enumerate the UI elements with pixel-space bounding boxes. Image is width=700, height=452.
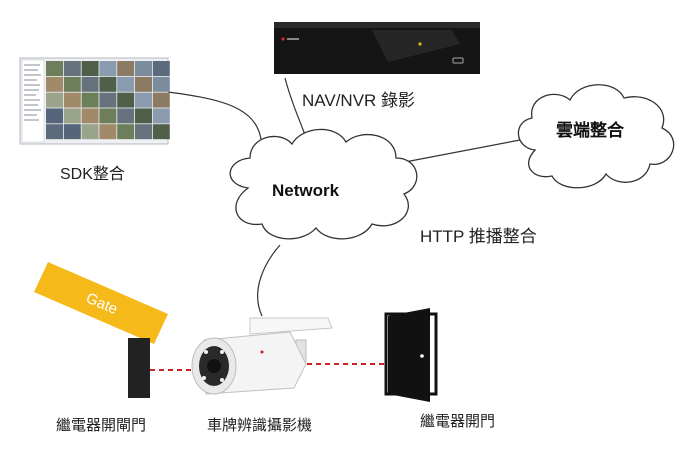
nvr-recording-label: NAV/NVR 錄影	[302, 91, 416, 110]
video-thumbnail	[117, 76, 135, 92]
video-thumbnail	[117, 108, 135, 124]
video-thumbnail	[46, 61, 63, 76]
video-thumbnail	[81, 76, 99, 92]
video-thumbnail	[135, 108, 152, 124]
barrier-gate-icon: Gate	[34, 262, 168, 398]
relay-gate-label: 繼電器開閘門	[56, 417, 147, 434]
video-thumbnail	[81, 108, 99, 124]
video-thumbnail	[99, 108, 117, 124]
video-thumbnail	[63, 76, 81, 92]
video-thumbnail	[135, 76, 152, 92]
link-sdk-network	[167, 91, 263, 151]
http-push-label: HTTP 推播整合	[420, 227, 537, 246]
video-thumbnail	[152, 92, 170, 108]
open-door-icon	[384, 308, 438, 402]
video-thumbnail	[117, 61, 135, 76]
video-thumbnail	[46, 124, 63, 140]
relay-links	[150, 363, 392, 371]
network-cloud	[229, 128, 418, 240]
video-thumbnail	[99, 92, 117, 108]
link-camera-network	[257, 244, 281, 317]
video-thumbnail	[152, 61, 170, 76]
video-thumbnail	[152, 124, 170, 140]
video-thumbnail	[135, 92, 152, 108]
video-thumbnail	[81, 124, 99, 140]
video-thumbnail	[99, 61, 117, 76]
cloud-integration-label: 雲端整合	[556, 121, 624, 140]
link-cloud-network	[404, 139, 521, 163]
relay-door-label: 繼電器開門	[420, 413, 496, 430]
video-thumbnail	[63, 92, 81, 108]
video-thumbnail	[46, 92, 63, 108]
video-thumbnail	[152, 108, 170, 124]
lpr-camera-label: 車牌辨識攝影機	[207, 417, 313, 434]
video-thumbnail	[135, 61, 152, 76]
video-thumbnail	[117, 124, 135, 140]
video-thumbnail	[99, 76, 117, 92]
network-label: Network	[272, 181, 340, 200]
video-thumbnail	[99, 124, 117, 140]
video-thumbnail	[117, 92, 135, 108]
video-thumbnail	[46, 108, 63, 124]
video-thumbnail	[81, 61, 99, 76]
nvr-recorder-icon	[274, 22, 480, 74]
sdk-integration-label: SDK整合	[60, 166, 125, 183]
video-thumbnail	[152, 76, 170, 92]
video-thumbnail	[63, 124, 81, 140]
video-thumbnail	[46, 76, 63, 92]
video-thumbnail	[63, 61, 81, 76]
video-thumbnail	[81, 92, 99, 108]
video-thumbnail-grid	[46, 61, 170, 140]
bullet-camera-icon	[191, 317, 333, 395]
monitor-wall-icon	[19, 57, 170, 145]
video-thumbnail	[63, 108, 81, 124]
video-thumbnail	[135, 124, 152, 140]
cloud-integration-cloud	[517, 84, 675, 189]
